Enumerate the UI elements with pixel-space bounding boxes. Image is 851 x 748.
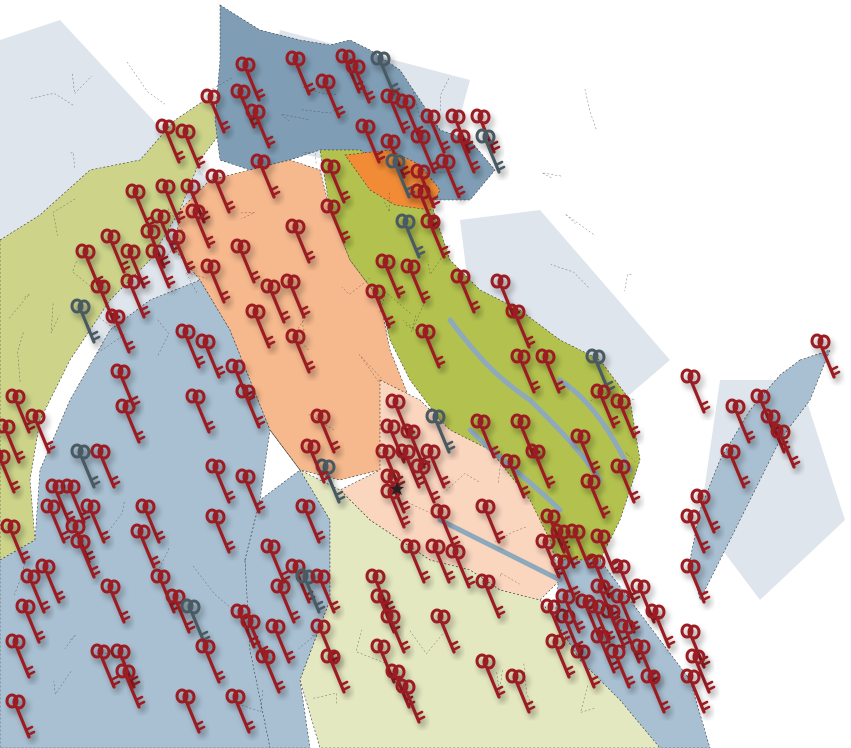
background-panel xyxy=(460,210,670,420)
county-border xyxy=(541,172,562,178)
river xyxy=(467,427,563,513)
county-border xyxy=(409,630,443,655)
river xyxy=(447,317,603,483)
county-border xyxy=(68,152,75,168)
county-border xyxy=(625,452,636,463)
county-border xyxy=(427,245,451,276)
water-bodies xyxy=(437,317,633,583)
county-border xyxy=(240,212,255,220)
county-border xyxy=(307,414,335,431)
county-border xyxy=(50,303,60,334)
county-border xyxy=(384,191,390,212)
county-border xyxy=(126,61,166,105)
star-icon xyxy=(390,482,404,495)
county-border xyxy=(564,213,594,235)
county-border xyxy=(379,291,411,314)
county-border xyxy=(53,671,72,696)
county-border xyxy=(301,107,338,114)
county-border xyxy=(14,559,26,596)
county-border xyxy=(440,77,450,111)
county-border xyxy=(341,277,371,295)
county-border xyxy=(411,304,424,332)
county-border xyxy=(17,331,24,382)
county-border xyxy=(500,572,520,585)
county-border xyxy=(492,446,502,483)
county-border xyxy=(624,273,632,292)
capital-star xyxy=(390,482,404,495)
county-border xyxy=(302,151,317,164)
river xyxy=(557,377,633,473)
county-border xyxy=(443,473,479,493)
county-border xyxy=(584,89,597,130)
county-border xyxy=(241,689,264,713)
county-border xyxy=(157,548,170,573)
county-border xyxy=(202,77,232,96)
county-border xyxy=(52,198,76,236)
map-region xyxy=(689,349,831,601)
county-border xyxy=(403,320,422,335)
county-border xyxy=(280,114,309,122)
county-border xyxy=(298,633,318,649)
county-border xyxy=(550,264,589,288)
county-border xyxy=(185,271,208,293)
county-border xyxy=(412,89,420,118)
river xyxy=(437,517,563,583)
map-region xyxy=(0,99,231,561)
skeleton-key-icon[interactable] xyxy=(680,368,711,414)
county-border xyxy=(72,73,92,95)
county-border xyxy=(408,502,457,527)
county-border xyxy=(580,685,596,713)
county-border xyxy=(359,354,382,382)
county-border xyxy=(96,653,128,663)
